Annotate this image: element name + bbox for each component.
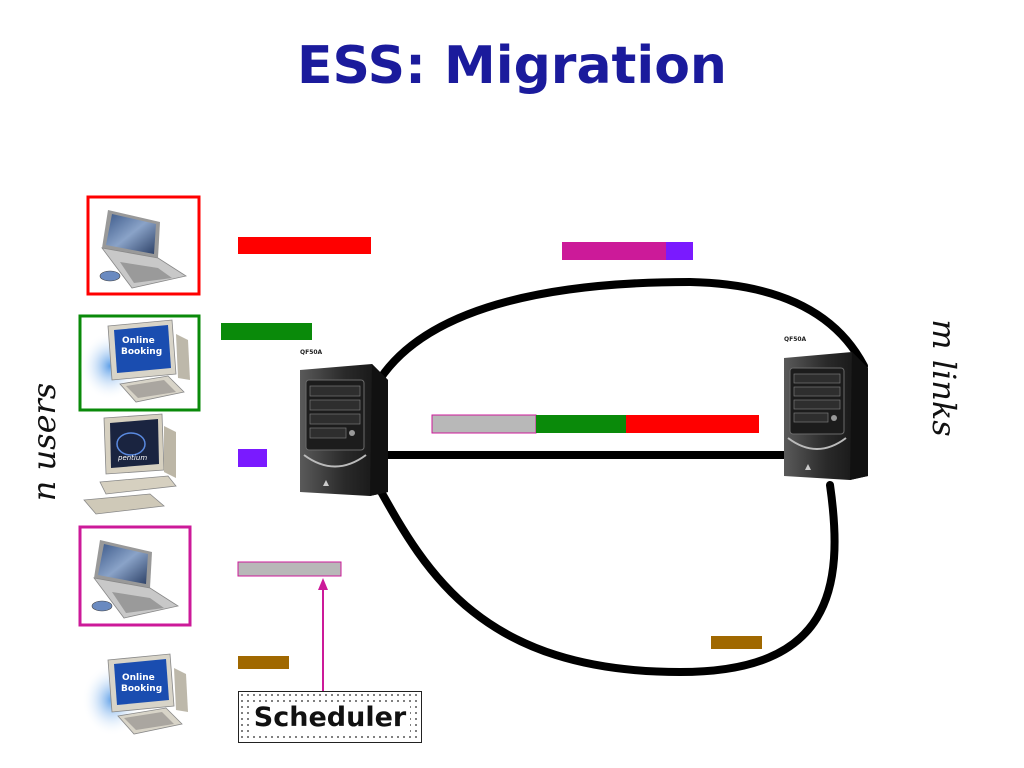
packets xyxy=(221,237,762,669)
packet-gray-link xyxy=(431,414,537,434)
packet-purple xyxy=(238,449,267,467)
packet-red-link xyxy=(626,415,759,433)
lower-link xyxy=(366,468,839,677)
packet-gray xyxy=(237,561,342,577)
pentium-desktop-icon[interactable]: pentium xyxy=(83,413,177,515)
server-icon: QF50A xyxy=(300,349,388,496)
packet-purple-tail xyxy=(666,242,693,260)
scheduler-box: Scheduler xyxy=(238,691,422,743)
packet-green-link xyxy=(536,415,626,433)
packet-brown-link xyxy=(711,636,762,649)
online-booking-desktop-icon[interactable]: Online Booking xyxy=(78,314,201,412)
packet-brown xyxy=(238,656,289,669)
laptop-icon[interactable] xyxy=(86,195,201,296)
online-booking-text: Online xyxy=(122,673,155,683)
links-label: m links xyxy=(925,319,963,437)
pentium-text: pentium xyxy=(117,454,147,462)
packet-red xyxy=(238,237,371,254)
scheduler-label: Scheduler xyxy=(249,701,411,733)
packet-green xyxy=(221,323,312,340)
server-model-label: QF50A xyxy=(300,349,323,356)
online-booking-desktop-icon[interactable]: Online Booking xyxy=(82,653,188,736)
online-booking-text: Booking xyxy=(121,684,162,694)
online-booking-text: Booking xyxy=(121,347,162,357)
server-model-label: QF50A xyxy=(784,336,807,343)
laptop-icon[interactable] xyxy=(78,525,192,627)
network-links xyxy=(366,277,868,677)
online-booking-text: Online xyxy=(122,336,155,346)
server-icon: QF50A xyxy=(784,336,868,480)
users-label: n users xyxy=(25,382,63,502)
upper-link xyxy=(374,277,868,386)
packet-magenta xyxy=(562,242,666,260)
scheduler-arrow xyxy=(318,578,328,691)
slide-title: ESS: Migration xyxy=(297,36,727,96)
